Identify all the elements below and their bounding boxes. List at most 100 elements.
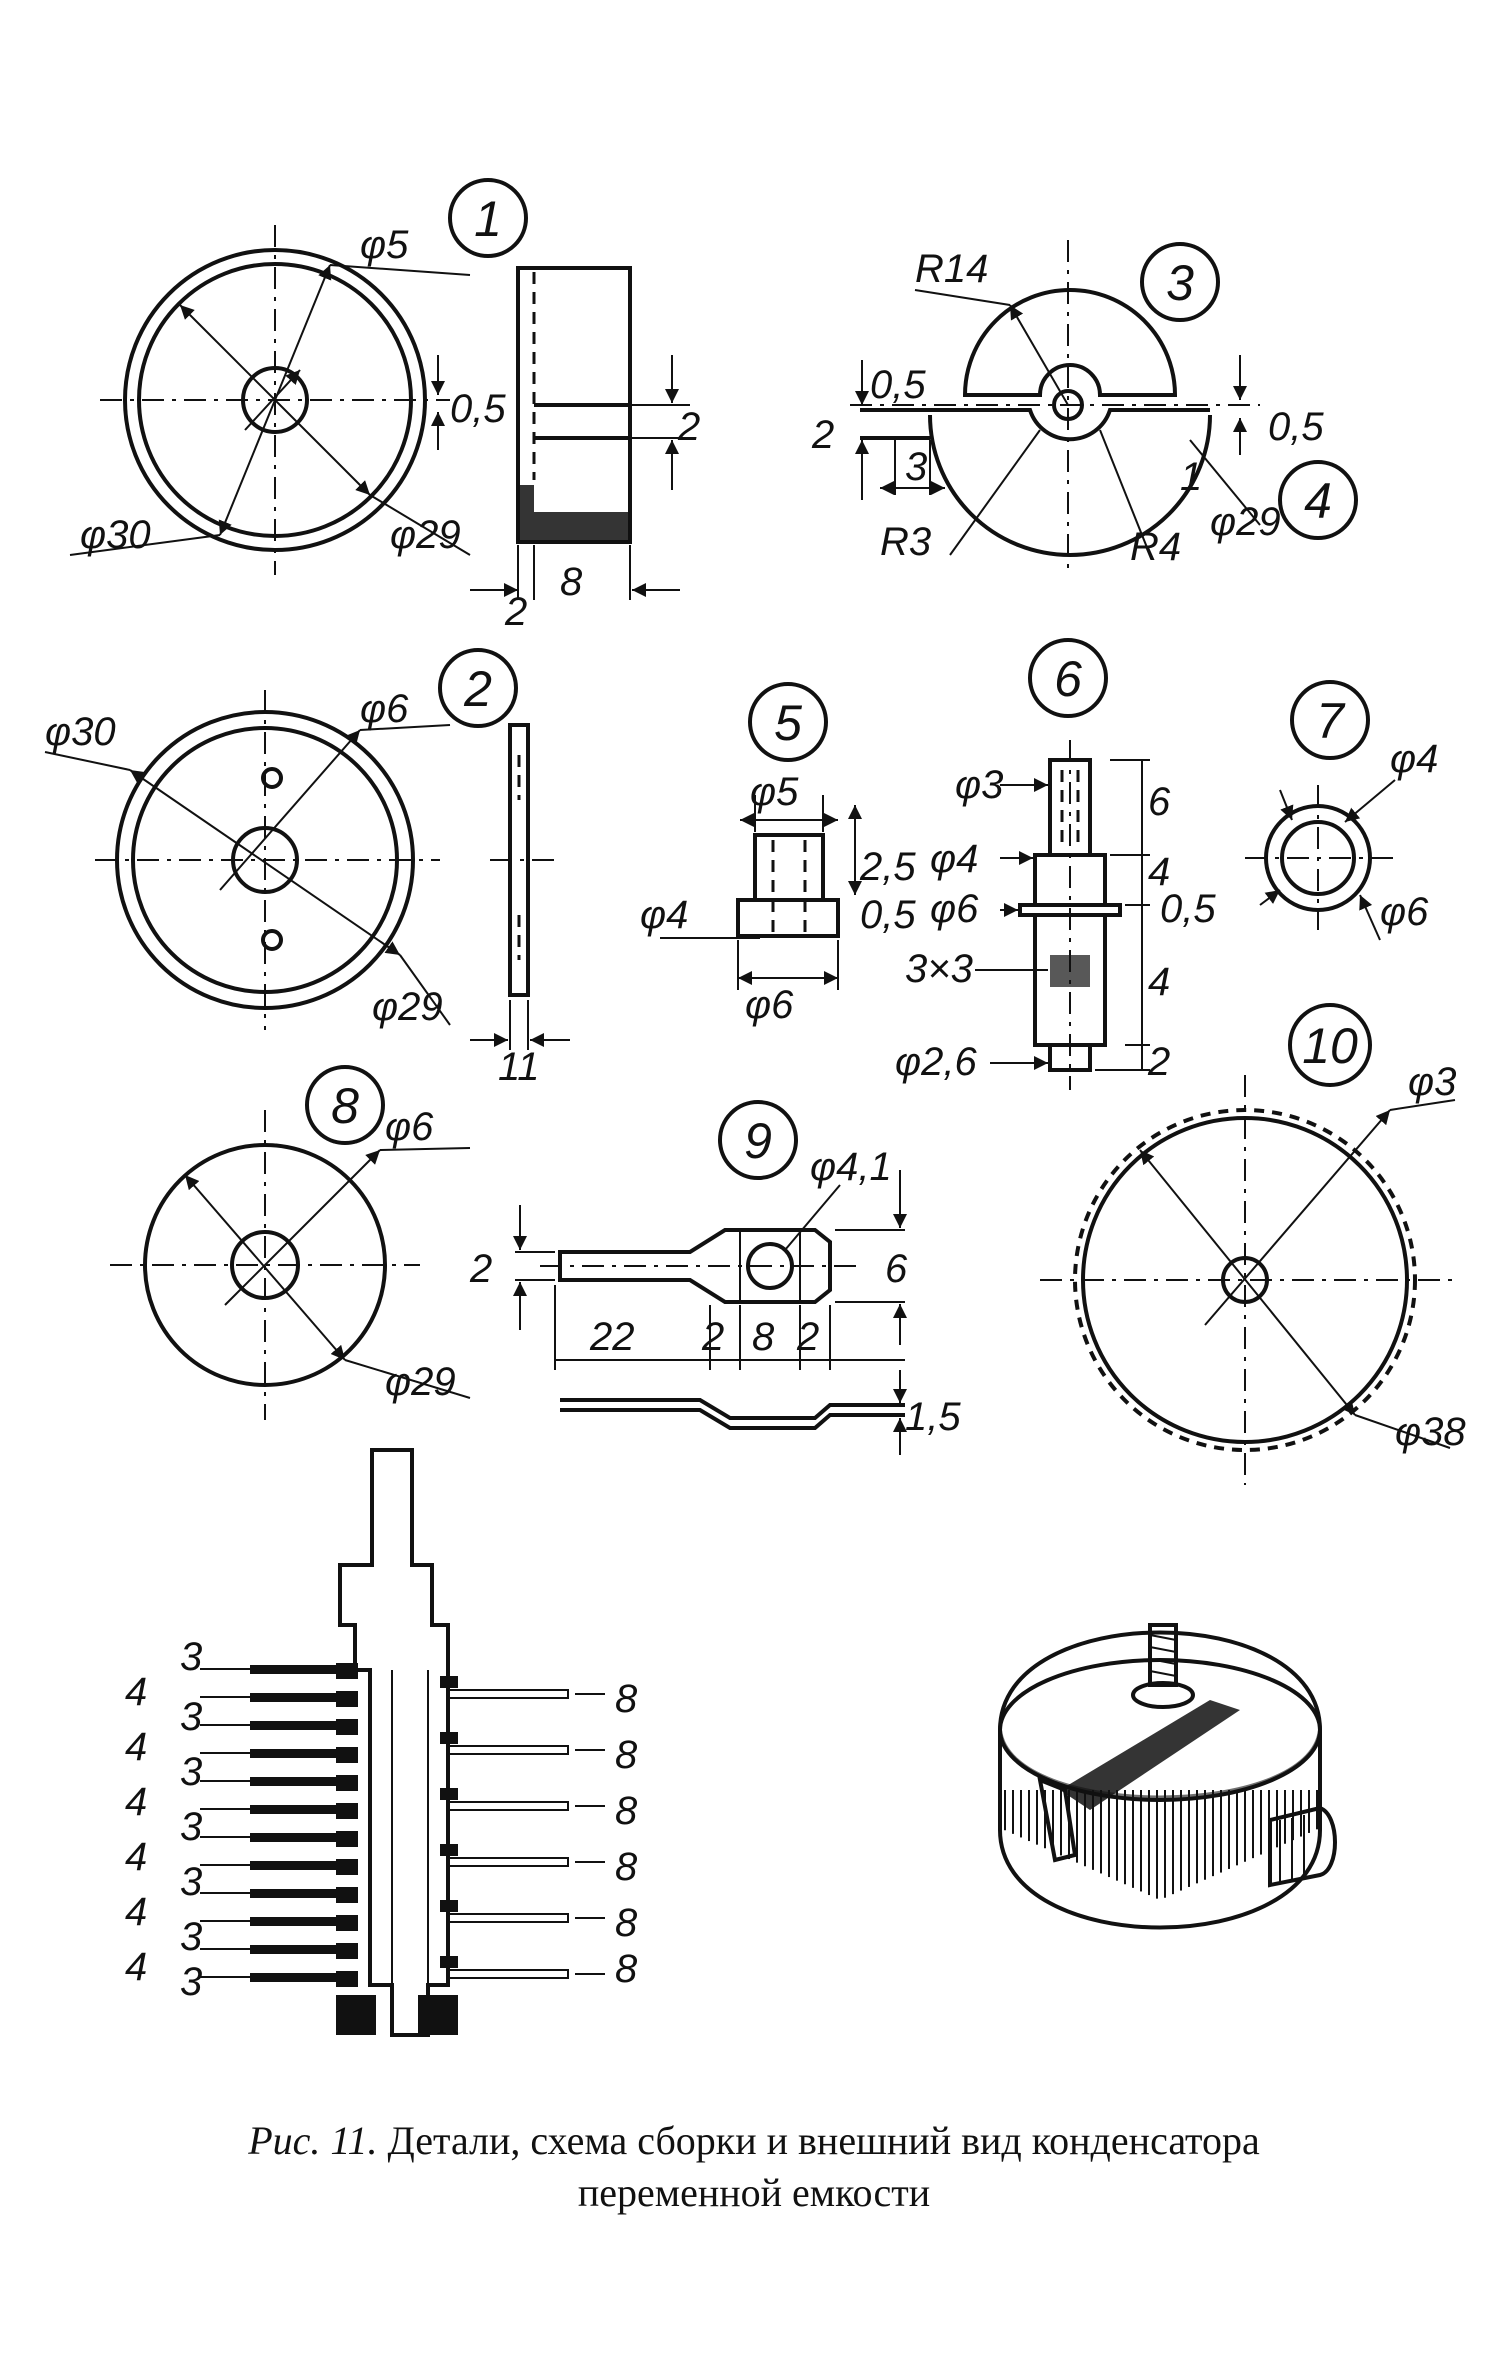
assembly-label-l6: 3 [180,1805,202,1849]
p6-dim-d2-6: φ2,6 [895,1040,977,1084]
figure-caption: Рис. 11. Детали, схема сборки и внешний … [0,2115,1508,2219]
p6-dim-0-5: 0,5 [1160,887,1216,931]
part-3-number: 3 [1140,242,1220,322]
p9-dim-d4-1: φ4,1 [810,1145,892,1189]
p3-dim-0-5-b: 0,5 [1268,405,1324,449]
part-8-label: 8 [331,1078,359,1134]
stator-plate [250,1749,355,1758]
part-6-axle [975,740,1150,1090]
stator-plate [250,1721,355,1730]
p1-dim-d29: φ29 [390,513,461,557]
p2-dim-11: 11 [498,1045,540,1089]
part-10-gear [1040,1075,1460,1485]
p7-dim-d6: φ6 [1380,890,1429,934]
p3-dim-2: 2 [811,413,834,457]
p6-dim-d3: φ3 [955,763,1003,807]
rotor-plate [447,1913,569,1923]
washer-block [440,1788,458,1800]
part-3-rotor-plate [850,240,1261,570]
assembly-label-l12: 3 [180,1960,202,2004]
assembly-label-top-3: 3 [180,1635,202,1679]
part-7-label: 7 [1316,693,1346,749]
part-6-label: 6 [1054,651,1082,707]
part-2-plate-view [44,690,451,1030]
stator-plate [250,1889,355,1898]
stator-plate [250,1693,355,1702]
spacer-block [336,1775,358,1791]
assembly-label-r2: 8 [615,1733,638,1777]
assembly-label-l9: 4 [125,1890,147,1934]
p3-dim-0-5-a: 0,5 [870,363,926,407]
p9-dim-22: 22 [589,1315,635,1359]
p3-dim-3: 3 [905,445,927,489]
part-9-lug [513,1170,907,1455]
part-8-disc [110,1110,471,1420]
rotor-plate [447,1745,569,1755]
p5-dim-0-5: 0,5 [860,893,916,937]
spacer-block [336,1803,358,1819]
part-1-number: 1 [448,178,528,258]
p1-dim-0-5: 0,5 [450,387,506,431]
part-8-number: 8 [305,1065,385,1145]
part-10-label: 10 [1302,1018,1358,1074]
part-7-number: 7 [1290,680,1370,760]
caption-figure-number: Рис. 11. [248,2118,378,2163]
washer-block [440,1956,458,1968]
right-plates [440,1676,605,1979]
p3-dim-r14: R14 [915,247,988,291]
part-4-number: 4 [1278,460,1358,540]
p6-dim-3x3: 3×3 [905,947,973,991]
part-1-section-view [470,266,690,600]
part-9-label: 9 [744,1113,772,1169]
spacer-block [336,1887,358,1903]
p8-dim-d6: φ6 [385,1105,434,1149]
assembly-label-r4: 8 [615,1845,638,1889]
spacer-block [336,1747,358,1763]
rotor-plate [447,1801,569,1811]
part-5-bushing [660,795,862,990]
spacer-block [336,1663,358,1679]
stator-plate [250,1917,355,1926]
assembly-label-r5: 8 [615,1901,638,1945]
p2-dim-d30: φ30 [45,710,116,754]
caption-text-1: Детали, схема сборки и внешний вид конде… [387,2118,1260,2163]
part-3-label: 3 [1166,255,1194,311]
p3-dim-1: 1 [1180,455,1202,499]
p1-dim-d5: φ5 [360,223,409,267]
stator-plate [250,1833,355,1842]
p5-dim-d5: φ5 [750,770,799,814]
p6-dim-2: 2 [1147,1040,1170,1084]
p1-dim-w2: 2 [504,590,527,634]
left-plates [200,1663,358,1987]
p6-dim-d6: φ6 [930,887,979,931]
part-9-number: 9 [718,1100,798,1180]
p6-dim-4a: 4 [1148,850,1170,894]
p5-dim-d6: φ6 [745,983,794,1027]
p1-dim-8: 8 [560,560,583,604]
p2-dim-d29: φ29 [372,985,443,1029]
assembly-label-l10: 3 [180,1915,202,1959]
assembly-label-l2: 3 [180,1695,202,1739]
rotor-plate [447,1857,569,1867]
caption-line-1: Рис. 11. Детали, схема сборки и внешний … [0,2115,1508,2167]
p3-dim-r3: R3 [880,520,931,564]
p7-dim-d4: φ4 [1390,737,1438,781]
p9-dim-2: 2 [469,1247,492,1291]
part-1-disc-view [69,225,471,575]
p9-dim-6: 6 [885,1247,908,1291]
p10-dim-d38: φ38 [1395,1410,1466,1454]
spacer-block [336,1691,358,1707]
washer-block [440,1900,458,1912]
part-7-washer [1245,779,1396,941]
assembly-label-l7: 4 [125,1835,147,1879]
part-6-number: 6 [1028,638,1108,718]
assembly-label-l8: 3 [180,1860,202,1904]
part-2-label: 2 [463,661,492,717]
stator-plate [250,1861,355,1870]
p3-dim-r4: R4 [1130,525,1181,569]
spacer-block [336,1943,358,1959]
p2-dim-d6: φ6 [360,687,409,731]
p1-dim-2: 2 [677,405,700,449]
p9-dim-1-5: 1,5 [905,1395,961,1439]
